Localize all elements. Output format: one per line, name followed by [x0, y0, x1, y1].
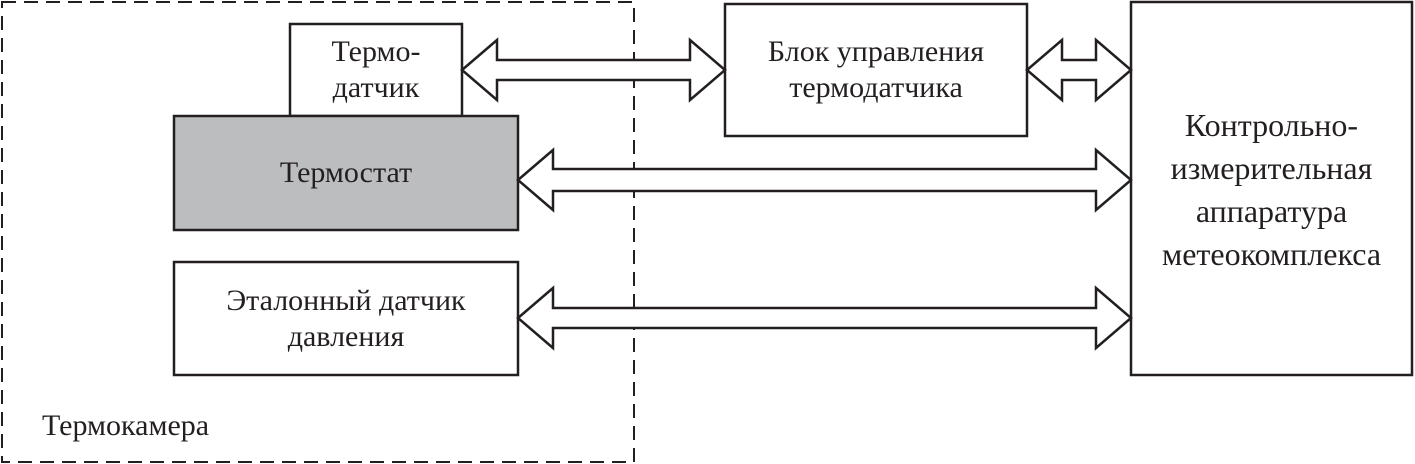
double-arrow-reference-sensor-to-control-equipment — [516, 285, 1133, 351]
thermosensor-line1: Термо- — [331, 35, 421, 68]
control-equipment-line1: Контрольно- — [1184, 107, 1359, 143]
double-arrow-thermostat-to-control-equipment — [516, 147, 1133, 213]
thermochamber-label: Термокамера — [42, 409, 210, 442]
sensor-control-line1: Блок управления — [767, 35, 985, 68]
double-arrow-thermosensor-to-sensor-control — [460, 37, 727, 103]
control-equipment-line3: аппаратура — [1195, 193, 1348, 229]
sensor-control-label: Блок управления термодатчика — [725, 4, 1027, 136]
thermostat-text: Термостат — [279, 156, 413, 189]
reference-sensor-box — [172, 260, 520, 377]
thermochamber-dashed-border — [1, 1, 635, 463]
thermostat-label: Термостат — [174, 116, 518, 230]
sensor-control-line2: термодатчика — [789, 71, 963, 104]
reference-sensor-line2: давления — [287, 319, 405, 353]
control-equipment-line4: метеокомплекса — [1161, 236, 1382, 272]
control-equipment-line2: измерительная — [1170, 150, 1373, 186]
control-equipment-box — [1129, 0, 1414, 377]
control-equipment-label: Контрольно- измерительная аппаратура мет… — [1131, 100, 1412, 280]
thermosensor-label: Термо- датчик — [290, 24, 462, 116]
thermostat-box — [172, 114, 520, 232]
thermosensor-line2: датчик — [332, 71, 420, 104]
reference-sensor-label: Эталонный датчик давления — [174, 262, 518, 375]
double-arrow-sensor-control-to-control-equipment — [1025, 37, 1133, 103]
reference-sensor-line1: Эталонный датчик — [226, 283, 466, 317]
